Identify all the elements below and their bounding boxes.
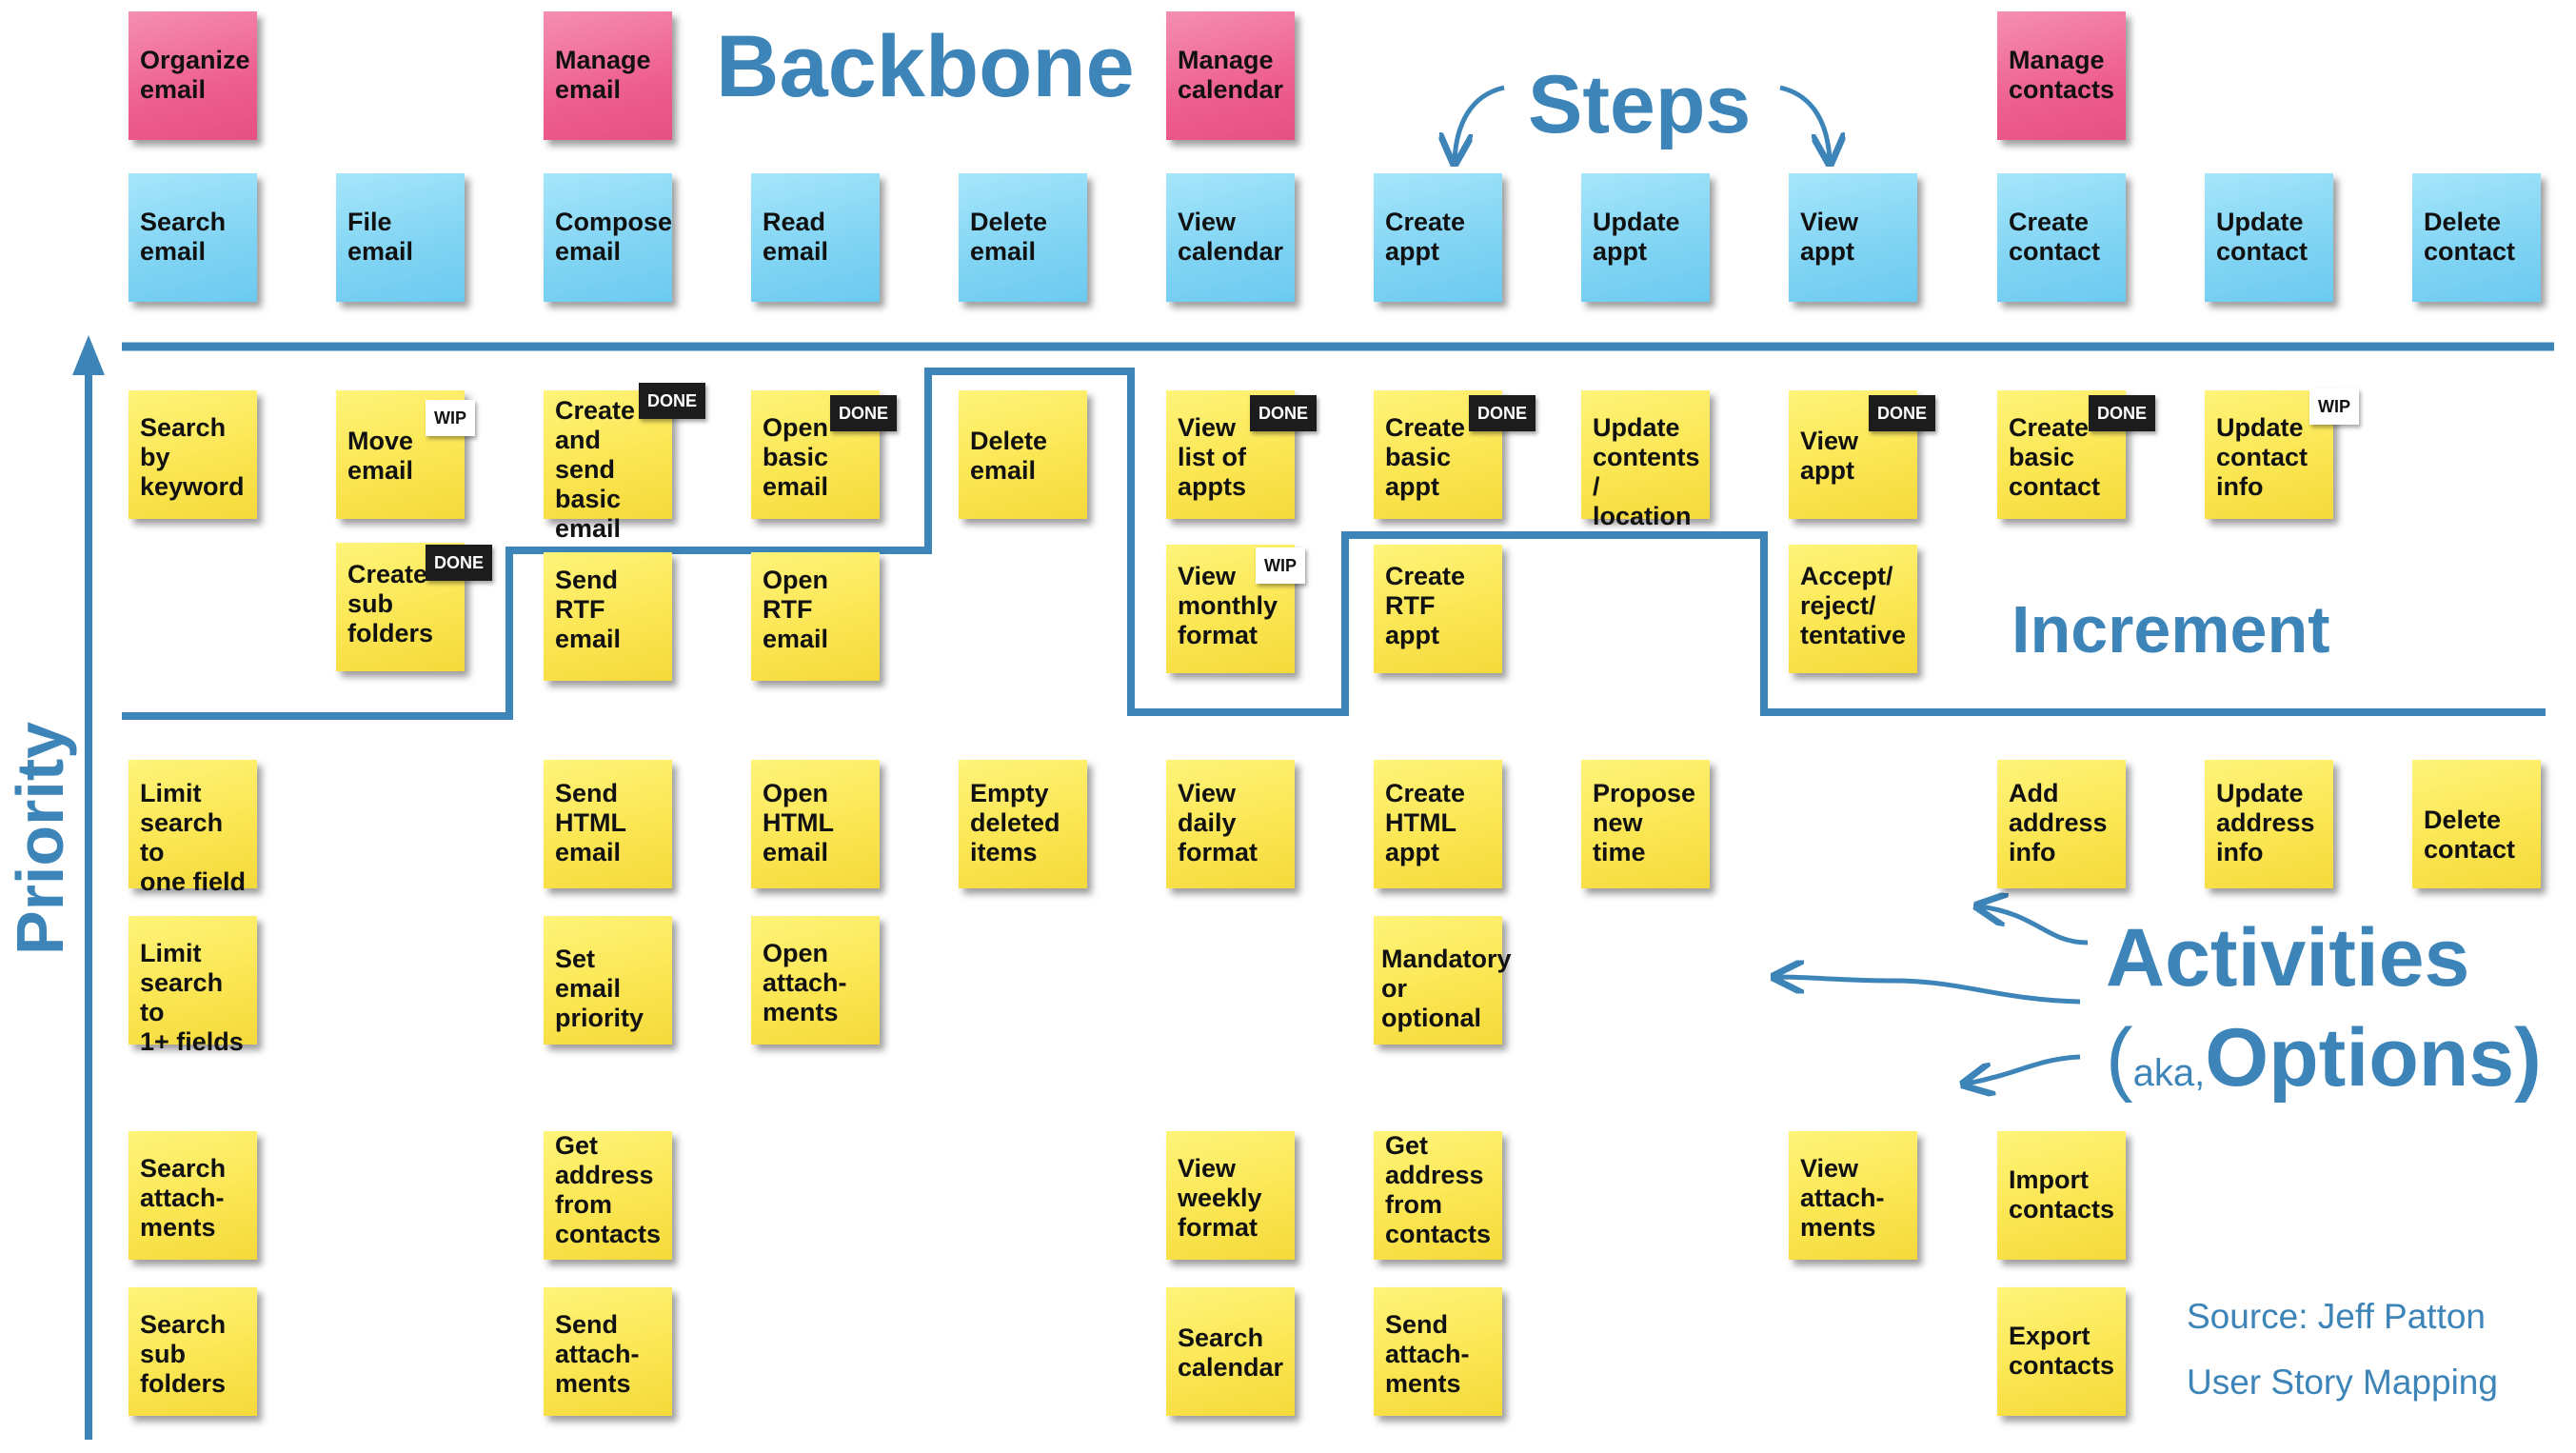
step-note: Create appt — [1374, 173, 1502, 302]
story-note: Create basic contact — [1997, 390, 2126, 519]
story-note: Search calendar — [1166, 1287, 1295, 1416]
story-note: Accept/ reject/ tentative — [1789, 545, 1917, 673]
story-note: View weekly format — [1166, 1131, 1295, 1260]
story-note: Send attach- ments — [1374, 1287, 1502, 1416]
done-tag: DONE — [830, 395, 898, 431]
done-tag: DONE — [2089, 395, 2156, 431]
steps-label: Steps — [1528, 59, 1752, 150]
wip-tag: WIP — [1256, 547, 1305, 584]
source-line-1: Source: Jeff Patton — [2187, 1297, 2487, 1336]
story-note: Import contacts — [1997, 1131, 2126, 1260]
story-note: Search by keyword — [129, 390, 257, 519]
activity-note: Manage email — [544, 11, 672, 140]
step-note: Update contact — [2205, 173, 2333, 302]
activities-arrow-1 — [1980, 906, 2089, 945]
activities-label: Activities — [2106, 912, 2470, 1004]
story-note: Send attach- ments — [544, 1287, 672, 1416]
story-note: Search sub folders — [129, 1287, 257, 1416]
story-note: View list of appts — [1166, 390, 1295, 519]
done-tag: DONE — [639, 383, 706, 419]
done-tag: DONE — [1869, 395, 1936, 431]
story-note: Empty deleted items — [959, 760, 1087, 888]
story-note: Update contents / location — [1581, 390, 1710, 530]
steps-arrow-left — [1455, 85, 1505, 160]
aka-text: aka, — [2132, 1052, 2206, 1094]
source-line-2: User Story Mapping — [2187, 1363, 2498, 1402]
story-note: Delete contact — [2412, 760, 2541, 888]
step-note: Delete email — [959, 173, 1087, 302]
step-note: Read email — [751, 173, 880, 302]
story-note: Create HTML appt — [1374, 760, 1502, 888]
steps-arrow-right — [1779, 85, 1830, 160]
story-note: Send HTML email — [544, 760, 672, 888]
step-note: View appt — [1789, 173, 1917, 302]
increment-boundary-line — [122, 368, 2546, 720]
step-note: Create contact — [1997, 173, 2126, 302]
options-label: (aka,Options) — [2106, 1012, 2542, 1119]
backbone-label: Backbone — [716, 18, 1135, 115]
done-tag: DONE — [1250, 395, 1318, 431]
story-note: Open RTF email — [751, 552, 880, 681]
story-note: Get address from contacts — [1374, 1131, 1502, 1260]
story-note: Limit search to one field — [129, 760, 257, 896]
activities-arrow-3 — [1967, 1054, 2081, 1084]
story-note: Open attach- ments — [751, 916, 880, 1045]
step-note: Delete contact — [2412, 173, 2541, 302]
step-note: Compose email — [544, 173, 672, 302]
activity-note: Organize email — [129, 11, 257, 140]
increment-label: Increment — [2011, 592, 2330, 667]
wip-tag: WIP — [426, 400, 475, 436]
story-note: Mandatory or optional — [1374, 916, 1512, 1045]
options-open-paren: ( — [2106, 1012, 2133, 1104]
story-note: Update contact info — [2205, 390, 2333, 519]
step-note: Search email — [129, 173, 257, 302]
story-note: View daily format — [1166, 760, 1295, 888]
step-note: File email — [336, 173, 465, 302]
step-note: Update appt — [1581, 173, 1710, 302]
story-note: Export contacts — [1997, 1287, 2126, 1416]
priority-label: Priority — [3, 721, 77, 955]
story-note: Open HTML email — [751, 760, 880, 888]
story-note: Search attach- ments — [129, 1131, 257, 1260]
activity-note: Manage contacts — [1997, 11, 2126, 140]
story-note: Update address info — [2205, 760, 2333, 888]
wip-tag: WIP — [2309, 388, 2359, 425]
story-note: Get address from contacts — [544, 1131, 672, 1260]
activities-arrow-2 — [1777, 977, 2081, 1005]
done-tag: DONE — [426, 545, 493, 581]
activity-note: Manage calendar — [1166, 11, 1295, 140]
story-note: Propose new time — [1581, 760, 1710, 888]
story-note: Delete email — [959, 390, 1087, 519]
story-note: Add address info — [1997, 760, 2126, 888]
story-note: Send RTF email — [544, 552, 672, 681]
step-note: View calendar — [1166, 173, 1295, 302]
priority-axis-arrowhead — [72, 335, 105, 375]
story-note: Limit search to 1+ fields — [129, 916, 257, 1056]
story-note: View attach- ments — [1789, 1131, 1917, 1260]
story-note: Open basic email — [751, 390, 880, 519]
options-text: Options) — [2205, 1012, 2542, 1104]
story-note: Set email priority — [544, 916, 672, 1045]
story-note: Create RTF appt — [1374, 545, 1502, 673]
done-tag: DONE — [1469, 395, 1536, 431]
